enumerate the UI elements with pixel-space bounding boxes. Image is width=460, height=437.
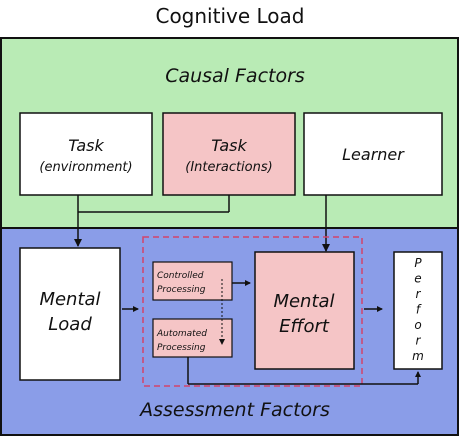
task-interactions-title: Task [211,136,247,155]
task-interactions-box: Task (Interactions) [162,112,296,196]
processing-group-border [142,236,363,387]
controlled-processing-box: Controlled Processing [152,261,233,301]
perform-letter: f [416,303,422,317]
automated-to-perform-connector [187,357,421,385]
perform-letter: P [414,256,422,270]
learner-box: Learner [303,112,443,196]
perform-letter: m [412,349,424,363]
task-interactions-subtitle: (Interactions) [185,160,272,175]
task-environment-box: Task (environment) [19,112,153,196]
controlled-processing-line1: Controlled [157,271,204,281]
mental-effort-box: Mental Effort [254,251,355,370]
mental-load-line2: Load [48,314,92,335]
assessment-factors-heading: Assessment Factors [138,399,330,421]
mental-effort-line2: Effort [279,316,330,337]
automated-processing-line2: Processing [157,343,206,353]
mental-effort-line1: Mental [273,291,334,312]
automated-processing-line1: Automated [156,329,207,339]
causal-factors-heading: Causal Factors [165,65,305,87]
learner-label: Learner [342,145,405,164]
mental-load-box: Mental Load [19,247,121,381]
perform-letter: r [416,334,422,348]
perform-letter: e [414,272,421,286]
controlled-processing-line2: Processing [157,285,206,295]
task-environment-title: Task [68,136,104,155]
diagram-title: Cognitive Load [155,4,305,28]
task-to-mental-load-connector [74,195,230,247]
task-environment-subtitle: (environment) [39,160,132,175]
mental-load-line1: Mental [39,289,100,310]
perform-letter: r [416,287,422,301]
perform-letter: o [414,318,421,332]
automated-processing-box: Automated Processing [152,318,233,358]
